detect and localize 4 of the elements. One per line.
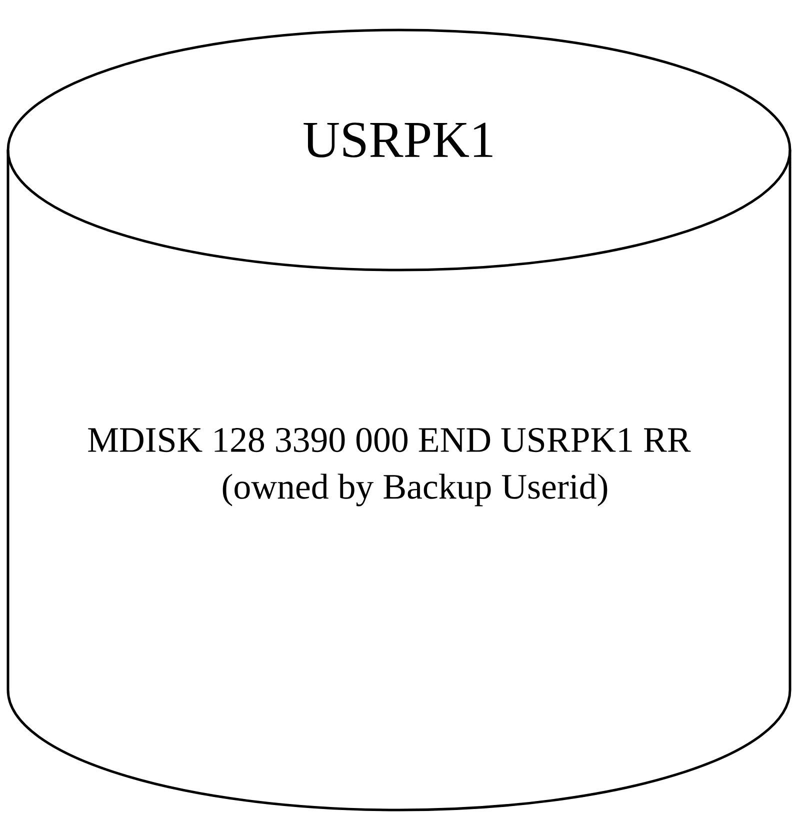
cylinder-text: MDISK 128 3390 000 END USRPK1 RR bbox=[88, 428, 691, 452]
cylinder-text: (owned by Backup Userid) bbox=[222, 474, 608, 506]
cylinder-label: USRPK1 bbox=[304, 122, 492, 158]
cylinder bbox=[6, 28, 792, 812]
